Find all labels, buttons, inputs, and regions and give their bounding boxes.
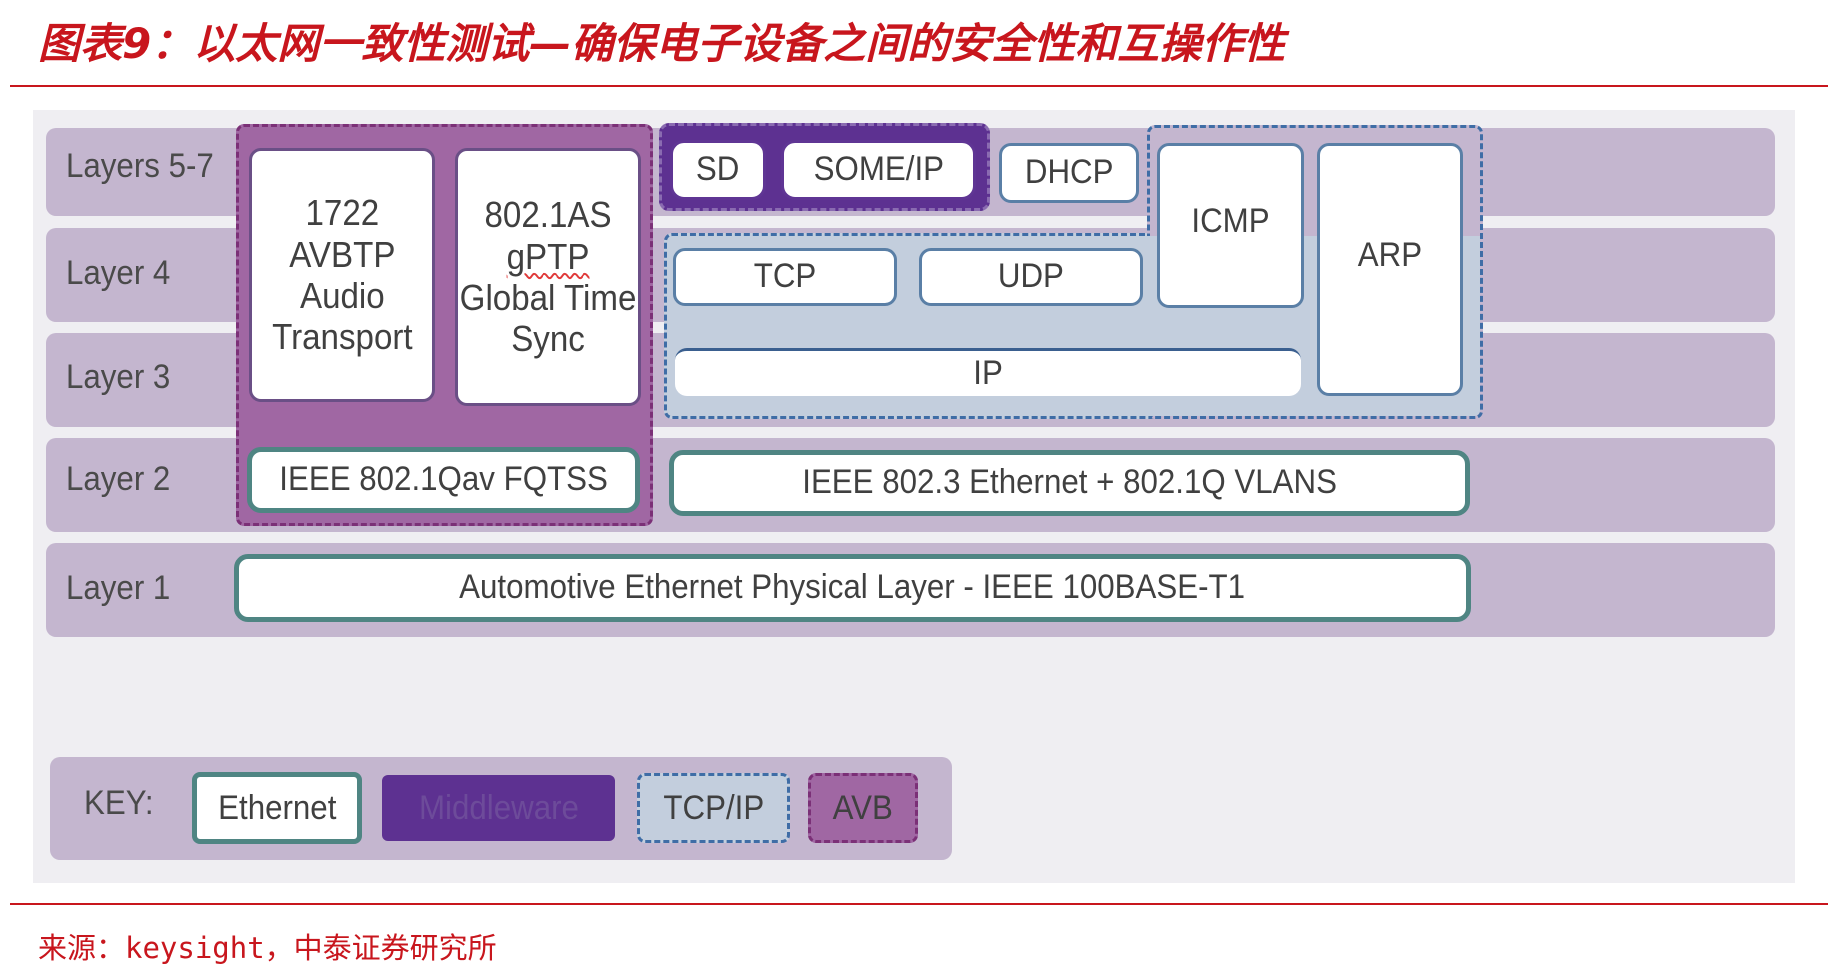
udp-box: UDP [919, 248, 1143, 306]
dhcp-label: DHCP [1024, 153, 1114, 192]
icmp-box: ICMP [1157, 143, 1304, 308]
source-note: 来源：keysight，中泰证券研究所 [38, 931, 497, 965]
ethernet-l2-label: IEEE 802.3 Ethernet + 802.1Q VLANS [802, 463, 1337, 502]
title-divider [10, 85, 1828, 87]
avbtp-line-4: Transport [271, 316, 413, 358]
avbtp-line-3: Audio [299, 275, 385, 316]
layer-label-5-7: Layers 5-7 [66, 147, 214, 185]
avbtp-line-1: 1722 [305, 192, 379, 234]
layer-label-4: Layer 4 [66, 254, 171, 292]
fqtss-label: IEEE 802.1Qav FQTSS [279, 460, 608, 499]
key-tcpip: TCP/IP [637, 773, 790, 843]
figure-title: 图表9：以太网一致性测试—确保电子设备之间的安全性和互操作性 [38, 19, 1286, 68]
ethernet-l1-box: Automotive Ethernet Physical Layer - IEE… [234, 554, 1471, 622]
avbtp-box: 1722 AVBTP Audio Transport [249, 148, 435, 402]
ip-box: IP [675, 348, 1301, 396]
gptp-line-1: 802.1AS [484, 194, 612, 236]
tcp-label: TCP [753, 257, 817, 296]
sd-box: SD [670, 140, 766, 200]
gptp-box: 802.1AS gPTP Global Time Sync [455, 148, 641, 406]
ip-label: IP [973, 353, 1003, 392]
key-ethernet-label: Ethernet [217, 788, 337, 827]
someip-label: SOME/IP [813, 150, 944, 189]
layer-label-1: Layer 1 [66, 569, 171, 607]
gptp-line-2: gPTP [506, 235, 590, 277]
avbtp-line-2: AVBTP [288, 233, 396, 275]
dhcp-box: DHCP [999, 143, 1139, 203]
key-avb: AVB [808, 773, 918, 843]
gptp-line-4: Sync [511, 318, 585, 360]
arp-label: ARP [1357, 236, 1423, 274]
arp-box: ARP [1317, 143, 1463, 396]
key-avb-label: AVB [832, 788, 894, 827]
key-tcpip-label: TCP/IP [663, 788, 764, 827]
tcpip-group-seam [1146, 236, 1154, 416]
layer-label-2: Layer 2 [66, 460, 171, 498]
gptp-line-3: Global Time [459, 277, 637, 318]
ethernet-l1-label: Automotive Ethernet Physical Layer - IEE… [459, 568, 1246, 607]
tcp-box: TCP [673, 248, 897, 306]
udp-label: UDP [997, 257, 1065, 296]
key-ethernet: Ethernet [192, 772, 362, 844]
icmp-label: ICMP [1191, 202, 1270, 240]
key-label: KEY: [84, 784, 154, 822]
ethernet-l2-box: IEEE 802.3 Ethernet + 802.1Q VLANS [669, 450, 1470, 516]
someip-box: SOME/IP [781, 140, 976, 200]
layer-label-3: Layer 3 [66, 358, 171, 396]
key-middleware: Middleware [382, 775, 615, 841]
sd-label: SD [696, 150, 740, 189]
fqtss-box: IEEE 802.1Qav FQTSS [247, 447, 640, 513]
key-middleware-label: Middleware [418, 788, 579, 827]
footer-divider [10, 903, 1828, 905]
